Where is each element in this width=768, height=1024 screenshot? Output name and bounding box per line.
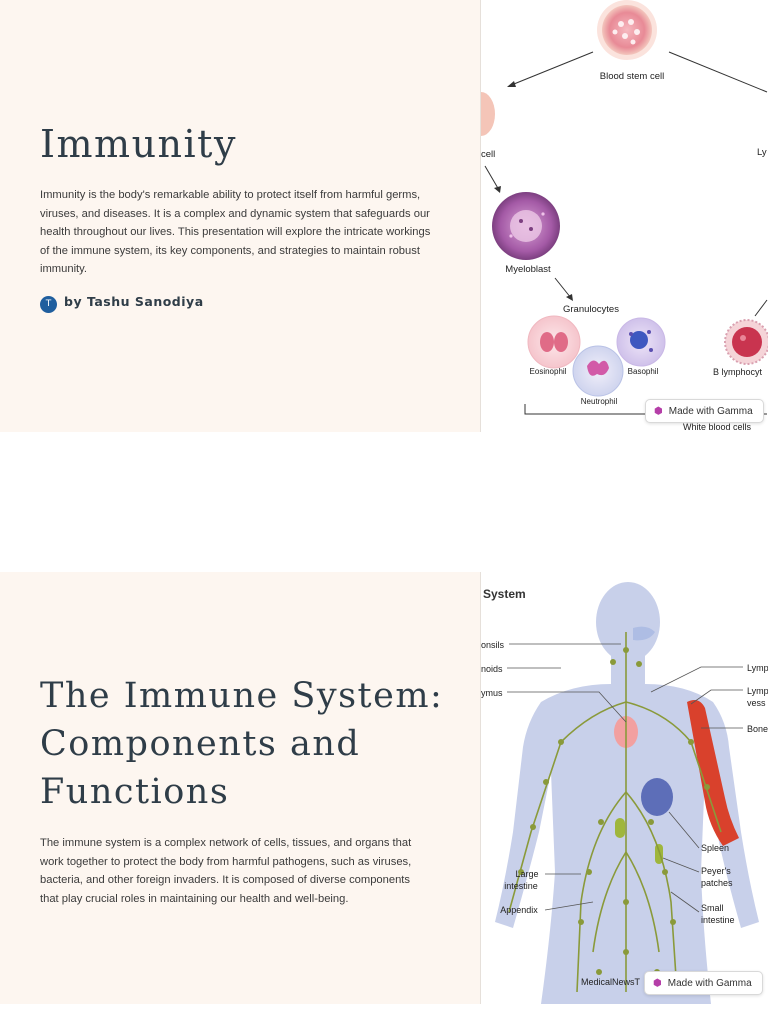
arrow	[668, 51, 768, 93]
organ-detail-icons	[614, 626, 739, 864]
arrowhead	[507, 81, 516, 87]
slide-immune-system: The Immune System: Components and Functi…	[0, 572, 768, 1004]
cisterna-icon	[615, 818, 625, 838]
label-thymus: ymus	[481, 688, 503, 698]
lymph-nodes	[518, 647, 710, 975]
label-bone-marrow: Bone	[747, 724, 768, 734]
lymphatic-system-diagram: System	[480, 572, 768, 1004]
label-source: MedicalNewsT	[581, 977, 641, 987]
leader-lines	[507, 643, 743, 913]
label-large-intestine-1: Large	[515, 869, 538, 879]
made-with-gamma-label: Made with Gamma	[668, 405, 753, 417]
slide2-body: The immune system is a complex network o…	[40, 837, 412, 905]
label-small-intestine-2: intestine	[701, 915, 735, 925]
label-small-intestine-1: Small	[701, 903, 724, 913]
label-basophil: Basophil	[628, 367, 659, 376]
avatar: T	[40, 296, 57, 313]
spleen-icon	[641, 778, 673, 816]
diagram-heading: System	[483, 587, 526, 601]
gamma-logo-icon: ⬢	[653, 977, 662, 989]
human-body-silhouette	[495, 582, 759, 1004]
neutrophil-icon	[572, 345, 624, 397]
stem-cell-icon	[597, 0, 657, 60]
bone-marrow-icon	[687, 700, 739, 846]
myeloblast-icon	[492, 192, 560, 260]
slide1-title: Immunity	[40, 122, 237, 166]
arrowhead	[566, 294, 573, 301]
label-lymph-vessels-2: vess	[747, 698, 766, 708]
label-lymphoid-cut: Ly	[757, 147, 767, 158]
label-spleen: Spleen	[701, 843, 729, 853]
slide2-title: The Immune System: Components and Functi…	[40, 676, 444, 812]
label-peyers-patches-1: Peyer's	[701, 866, 731, 876]
slide1-text-panel: Immunity Immunity is the body's remarkab…	[0, 0, 480, 432]
label-blood-stem-cell: Blood stem cell	[600, 71, 664, 82]
label-lymph-vessels-1: Lymp	[747, 686, 768, 696]
label-white-blood-cells: White blood cells	[683, 422, 752, 432]
basophil-icon	[616, 317, 666, 367]
label-granulocytes: Granulocytes	[563, 304, 619, 315]
label-neutrophil: Neutrophil	[581, 397, 618, 406]
label-lymph-nodes: Lymp	[747, 663, 768, 673]
label-eosinophil: Eosinophil	[530, 367, 567, 376]
slide-immunity: Immunity Immunity is the body's remarkab…	[0, 0, 768, 432]
eosinophil-icon	[527, 315, 581, 369]
author-line: T by Tashu Sanodiya	[40, 290, 204, 313]
label-b-lymphocyte: B lymphocyt	[713, 367, 763, 377]
made-with-gamma-button[interactable]: ⬢ Made with Gamma	[645, 399, 764, 423]
label-peyers-patches-2: patches	[701, 878, 733, 888]
arrow	[508, 51, 594, 87]
b-lymphocyte-icon	[724, 319, 768, 365]
gamma-logo-icon: ⬢	[654, 405, 663, 417]
label-appendix: Appendix	[500, 905, 538, 915]
made-with-gamma-label: Made with Gamma	[667, 977, 752, 989]
arrow	[754, 299, 768, 317]
arrow	[554, 277, 572, 299]
label-myeloblast: Myeloblast	[505, 264, 551, 275]
label-cell-cut: cell	[481, 149, 495, 160]
made-with-gamma-button[interactable]: ⬢ Made with Gamma	[644, 971, 763, 995]
blood-cell-diagram: Blood stem cell cell Ly Myeloblast Granu…	[480, 0, 768, 432]
arrow	[484, 165, 500, 191]
label-large-intestine-2: intestine	[504, 881, 538, 891]
slide1-body: Immunity is the body's remarkable abilit…	[40, 189, 431, 275]
author-name: by Tashu Sanodiya	[64, 294, 204, 309]
label-adenoids: noids	[481, 664, 503, 674]
arrowhead	[494, 186, 501, 193]
label-tonsils: onsils	[481, 640, 505, 650]
cell-cut-left-icon	[481, 92, 495, 136]
slide2-text-panel: The Immune System: Components and Functi…	[0, 572, 480, 1004]
lymphatic-system-diagram-svg: System	[481, 572, 768, 1004]
blood-cell-diagram-svg: Blood stem cell cell Ly Myeloblast Granu…	[481, 0, 768, 432]
